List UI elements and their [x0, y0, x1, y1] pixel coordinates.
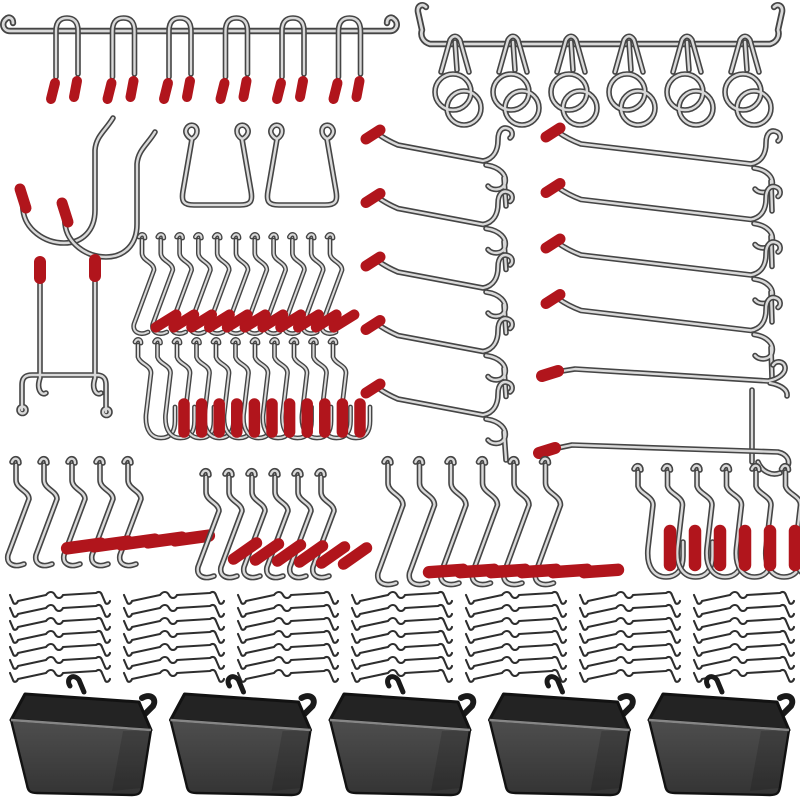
fan-small-angle-tips [156, 315, 354, 328]
row4-group3-tips [429, 570, 618, 572]
row4-group3-tips-instance [584, 570, 618, 572]
row4-group1-tips-instance [175, 536, 209, 541]
